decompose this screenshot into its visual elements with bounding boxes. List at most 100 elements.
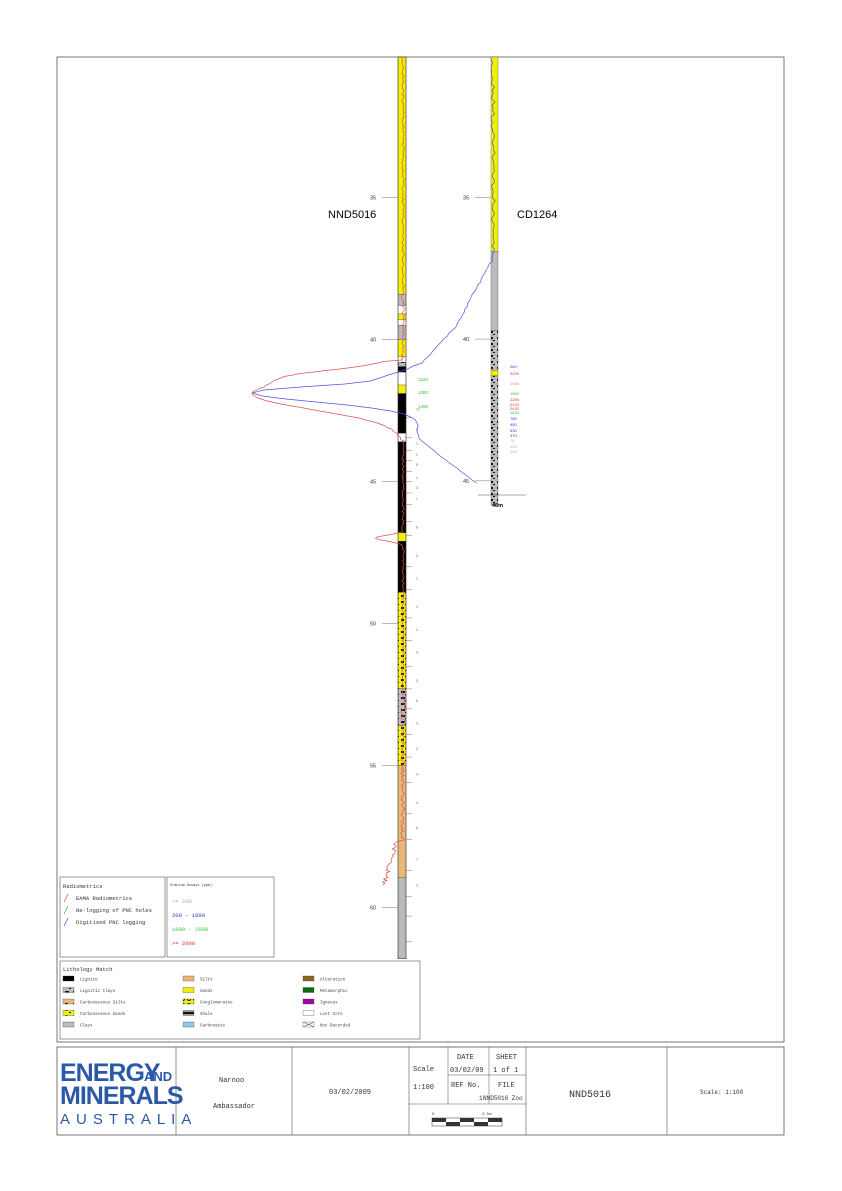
depth-label: 50 [370, 622, 376, 628]
depth-label: 45 [463, 479, 469, 485]
lithology-legend-label: Silts [200, 978, 213, 983]
company-logo: ENERGY AND MINERALS AUSTRALIA [60, 1059, 197, 1128]
lithology-swatch [182, 987, 195, 993]
assay-labels-right: 2603229368818602290212024201630760950530… [510, 364, 520, 454]
lithology-layer [397, 366, 407, 373]
assay-value: 1860 [510, 391, 520, 396]
legend-swatch [63, 893, 69, 903]
interval-value: 6 [416, 699, 418, 703]
prospect-name: Ambassador [213, 1103, 255, 1111]
lithology-legend-label: Lost Core [320, 1013, 343, 1017]
assay-legend-title: Uranium Assays (ppm) [170, 883, 212, 888]
interval-value: 1 [416, 453, 418, 457]
scale-text: Scale: 1:100 [700, 1089, 744, 1096]
interval-value: 17 [416, 408, 420, 412]
depth-label: 40 [370, 338, 376, 344]
interval-value: 1 [416, 476, 418, 480]
svg-text:1: 1 [479, 1095, 483, 1102]
interval-value: 5 [416, 463, 418, 467]
assay-value: 1380 [418, 404, 429, 409]
assay-legend-item: 1000 - 2000 [172, 926, 208, 933]
interval-value: 3 [416, 486, 418, 490]
lithology-swatch [62, 1010, 75, 1016]
radiometrics-legend: Radiometrics EAMA RadiometricsRe-logging… [59, 876, 166, 958]
lithology-swatch [62, 987, 75, 993]
lithology-swatch [62, 998, 75, 1005]
lithology-layer [397, 362, 407, 367]
lithology-legend-label: Clays [80, 1024, 93, 1029]
lithology-swatch [182, 975, 195, 982]
interval-value: 6 [416, 526, 418, 530]
svg-text:2.5m: 2.5m [482, 1113, 492, 1117]
lithology-layer [397, 325, 407, 340]
lithology-legend-label: Not Recorded [320, 1024, 351, 1029]
assay-value: 260 [510, 364, 517, 369]
lithology-swatch [182, 1010, 195, 1016]
lithology-layer [490, 375, 499, 496]
lithology-layer [397, 433, 407, 442]
lithology-swatch [182, 1021, 195, 1028]
svg-text:MINERALS: MINERALS [60, 1082, 183, 1110]
lithology-legend-label: Sands [200, 989, 213, 994]
lithology-legend-label: Lignite [80, 978, 98, 983]
lithology-layer [490, 330, 499, 371]
lithology-layer [397, 532, 407, 542]
interval-value: 3 [416, 679, 418, 683]
interval-value: 4 [416, 773, 418, 777]
lithology-legend-label: Alteration [320, 978, 346, 983]
svg-text:AUSTRALIA: AUSTRALIA [60, 1111, 197, 1128]
hole-id: NND5016 [569, 1090, 611, 1101]
lithology-layer [397, 319, 407, 326]
interval-value: 3 [416, 883, 418, 887]
assay-value: 120 [510, 444, 517, 449]
lithology-legend-label: Igneous [320, 1002, 338, 1006]
legend-swatch [63, 917, 69, 927]
lithology-swatch [302, 975, 315, 982]
assay-value: 1630 [510, 410, 520, 415]
svg-text:1:100: 1:100 [413, 1084, 434, 1092]
digitised-pnc-curve [251, 56, 496, 484]
legend-item-label: Re-logging of PNC holes [76, 907, 152, 914]
lithology-legend-title: Lithology Match [63, 966, 113, 973]
legend-item-label: Digitised PNC logging [76, 919, 145, 926]
title-block: ENERGY AND MINERALS AUSTRALIA Narnoo Amb… [56, 1046, 785, 1136]
svg-text:1 of 1: 1 of 1 [493, 1067, 518, 1075]
total-depth-label: 46m [492, 503, 503, 509]
interval-value: 5 [416, 827, 418, 831]
assay-value: 370 [510, 433, 517, 438]
map-frame [56, 56, 785, 1043]
interval-value: 7 [416, 858, 418, 862]
assay-legend-item: <= 200 [172, 898, 192, 905]
svg-text:ENERGY: ENERGY [60, 1059, 161, 1087]
assay-value: 70 [510, 438, 515, 443]
scale-bar: 0 2.5m [431, 1113, 503, 1127]
interval-value: 1 [416, 497, 418, 501]
svg-text:0: 0 [432, 1113, 435, 1117]
svg-text:NND5016 Zoo: NND5016 Zoo [483, 1095, 523, 1102]
assay-value: 2420 [510, 406, 520, 411]
interval-value: 3 [416, 605, 418, 609]
interval-value: 4 [416, 801, 418, 805]
interval-value: 2 [416, 628, 418, 632]
assay-value: 2120 [510, 402, 520, 407]
lithology-legend-label: Metamorphic [320, 989, 348, 994]
depth-label: 35 [463, 195, 469, 201]
lithology-swatch [302, 998, 315, 1005]
lithology-layer [490, 370, 499, 377]
assay-value: 950 [510, 422, 517, 427]
assay-value: 1520 [418, 377, 429, 382]
lithology-layer [397, 877, 407, 959]
svg-text:AND: AND [144, 1069, 172, 1084]
svg-text:DATE: DATE [457, 1054, 474, 1062]
assay-value: 530 [510, 428, 517, 433]
depth-label: 60 [370, 906, 376, 912]
svg-text:REF No.: REF No. [451, 1082, 480, 1090]
depth-label: 35 [370, 196, 376, 202]
assay-value: 3229 [510, 371, 520, 376]
assay-value: 3688 [510, 381, 520, 386]
